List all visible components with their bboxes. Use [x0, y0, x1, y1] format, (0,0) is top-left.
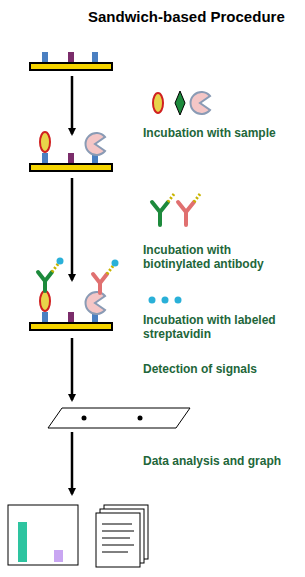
bar-chart-icon [8, 505, 78, 565]
step-label: Data analysis and graph [143, 454, 301, 468]
array-slide [30, 52, 112, 70]
report-documents [96, 505, 148, 567]
scanned-slide [48, 408, 190, 428]
step-arrow [71, 338, 74, 400]
array-slide [30, 258, 119, 331]
labeled-streptavidin [149, 297, 182, 304]
step-label: Incubation with biotinylated antibody [143, 243, 283, 272]
step-arrow [71, 76, 74, 134]
array-slide [30, 132, 112, 171]
diagram-title: Sandwich-based Procedure [88, 8, 285, 26]
step-label: Incubation with sample [143, 126, 301, 140]
step-arrow [71, 432, 74, 494]
sample-molecules [153, 91, 210, 115]
step-label: Incubation with labeled streptavidin [143, 313, 283, 342]
biotinylated-antibodies [152, 194, 200, 225]
step-label: Detection of signals [143, 362, 301, 376]
step-arrow [71, 178, 74, 280]
